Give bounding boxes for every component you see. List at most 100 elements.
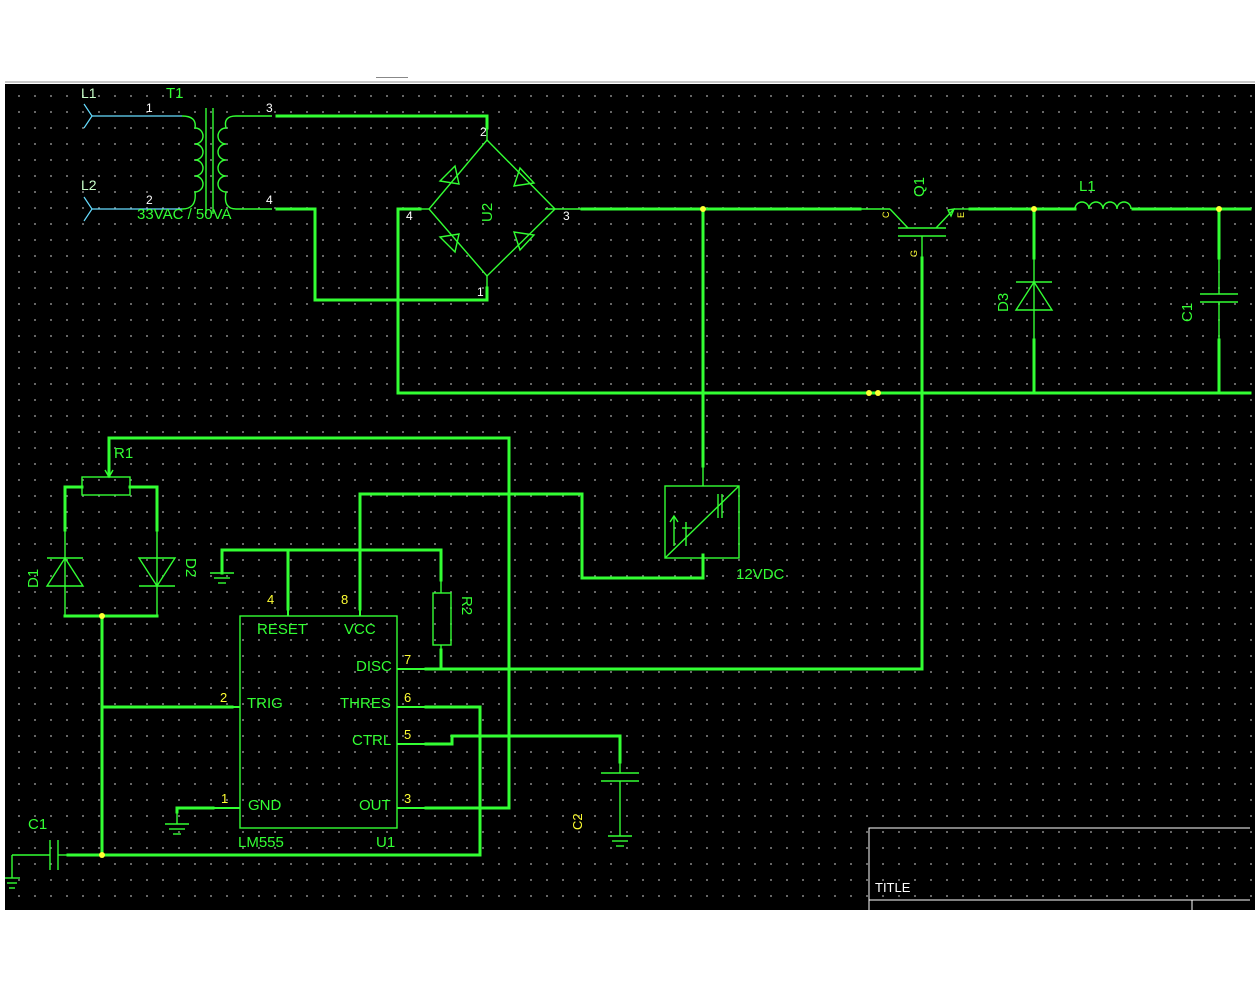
emitter-arrow (946, 208, 956, 218)
junction-dot (1031, 206, 1037, 212)
collector-line (889, 208, 909, 229)
resistor-body (432, 592, 452, 646)
ic-part: LM555 (238, 834, 284, 851)
pot-body (81, 476, 131, 496)
diode-ref: D3 (995, 293, 1012, 312)
port-l1[interactable]: L1 (81, 85, 182, 129)
transistor-q1[interactable]: Q1 C E G (860, 177, 970, 258)
supply-box (664, 485, 740, 559)
junction-dot (99, 613, 105, 619)
port-l2[interactable]: L2 (81, 177, 182, 222)
title-block-frame (868, 827, 1250, 910)
potentiometer-r1[interactable]: R1 (81, 438, 133, 496)
wire-ground-rail[interactable] (396, 207, 1252, 395)
pin-num-gnd: 1 (221, 791, 228, 806)
schematic-canvas[interactable]: L1 L2 T1 33VAC / 50VA 1 2 3 4 U2 2 4 3 1 (5, 84, 1255, 910)
scroll-indicator (376, 77, 408, 78)
ground-symbol-reset (210, 550, 234, 584)
junction-dot (866, 390, 872, 396)
ground-symbol-gnd (165, 808, 189, 835)
port-l1-label: L1 (81, 85, 97, 101)
pin-number: 4 (266, 193, 273, 207)
pin-number: 2 (480, 125, 487, 139)
wire-t1-pin4[interactable] (275, 207, 489, 302)
transformer-rating: 33VAC / 50VA (137, 206, 232, 223)
pin-name-disc: DISC (356, 658, 392, 675)
bridge-ref: U2 (479, 203, 496, 222)
ic-ref: U1 (376, 834, 395, 851)
inductor-coil (1074, 201, 1132, 210)
diode-triangle (512, 166, 536, 187)
diode-d1[interactable]: D1 (25, 530, 85, 616)
title-block[interactable]: TITLE (868, 827, 1250, 910)
ic-body (239, 615, 398, 829)
resistor-ref: R2 (458, 596, 475, 615)
pin-num-thres: 6 (404, 690, 411, 705)
title-label: TITLE (875, 880, 911, 895)
pin-num-ctrl: 5 (404, 727, 411, 742)
schematic-svg: L1 L2 T1 33VAC / 50VA 1 2 3 4 U2 2 4 3 1 (5, 85, 1252, 910)
pot-ref: R1 (114, 445, 133, 462)
transformer-t1[interactable]: T1 33VAC / 50VA 1 2 3 4 (137, 85, 273, 223)
pot-wiper-arrow (104, 469, 114, 479)
pin-name-ctrl: CTRL (352, 732, 391, 749)
pin-number: 2 (146, 193, 153, 207)
port-l2-symbol (83, 196, 93, 222)
pin-num-trig: 2 (220, 690, 227, 705)
resistor-r2[interactable]: R2 (432, 580, 475, 650)
pin-name-thres: THRES (340, 695, 391, 712)
junctions (99, 206, 1222, 858)
supply-arrow-head (669, 514, 679, 523)
pin-num-vcc: 8 (341, 592, 348, 607)
bridge-rectifier-u2[interactable]: U2 2 4 3 1 (406, 125, 582, 299)
diode-triangle (137, 557, 177, 588)
capacitor-ref: C1 (28, 816, 47, 833)
wire-d1-top[interactable] (63, 485, 84, 532)
wire-gnd[interactable] (175, 806, 215, 814)
supply-label: 12VDC (736, 566, 785, 583)
wire-vcc[interactable] (358, 492, 705, 611)
pin-number: 4 (406, 209, 413, 223)
ic-lm555-u1[interactable]: RESET VCC DISC TRIG THRES CTRL GND OUT 4… (213, 592, 426, 851)
pin-number: 1 (477, 285, 484, 299)
wire-gate-to-disc[interactable] (424, 256, 924, 671)
diode-d3[interactable]: D3 (995, 258, 1054, 340)
capacitor-c2[interactable]: C2 (570, 762, 639, 847)
capacitor-c1-input[interactable]: C1 (12, 816, 68, 870)
junction-dot (700, 206, 706, 212)
wire-thres[interactable] (100, 705, 482, 857)
junction-dot (1216, 206, 1222, 212)
secondary-coil (217, 115, 272, 210)
capacitor-c1-output[interactable]: C1 (1179, 258, 1238, 340)
pin-number: 3 (266, 101, 273, 115)
supply-diagonal (664, 485, 740, 559)
emitter-line (935, 208, 955, 229)
pin-label-c: C (881, 211, 891, 218)
inductor-ref: L1 (1079, 178, 1096, 195)
wire-d2-top[interactable] (128, 485, 159, 532)
pin-num-disc: 7 (404, 652, 411, 667)
transformer-ref: T1 (166, 85, 184, 102)
transistor-ref: Q1 (911, 177, 928, 197)
diode-triangle (438, 233, 460, 254)
primary-coil (181, 115, 204, 210)
diode-ref: D2 (182, 558, 199, 577)
toolbar-edge (5, 81, 1255, 83)
pin-name-out: OUT (359, 797, 391, 814)
pin-num-reset: 4 (267, 592, 274, 607)
junction-dot (99, 852, 105, 858)
dc-supply-12vdc[interactable]: 12VDC (664, 466, 785, 583)
port-l2-label: L2 (81, 177, 97, 193)
pin-number: 3 (563, 209, 570, 223)
port-l1-symbol (83, 103, 93, 129)
pin-name-trig: TRIG (247, 695, 283, 712)
pin-number: 1 (146, 101, 153, 115)
wire-reset-r2[interactable] (220, 548, 443, 582)
inductor-l1[interactable]: L1 (1074, 178, 1132, 210)
pin-name-reset: RESET (257, 621, 307, 638)
diode-triangle (1014, 280, 1054, 311)
diode-d2[interactable]: D2 (137, 530, 199, 616)
diode-triangle (438, 164, 460, 185)
wire-ctrl-to-c2[interactable] (424, 734, 622, 764)
wire-t1-to-bridge[interactable] (275, 114, 489, 130)
